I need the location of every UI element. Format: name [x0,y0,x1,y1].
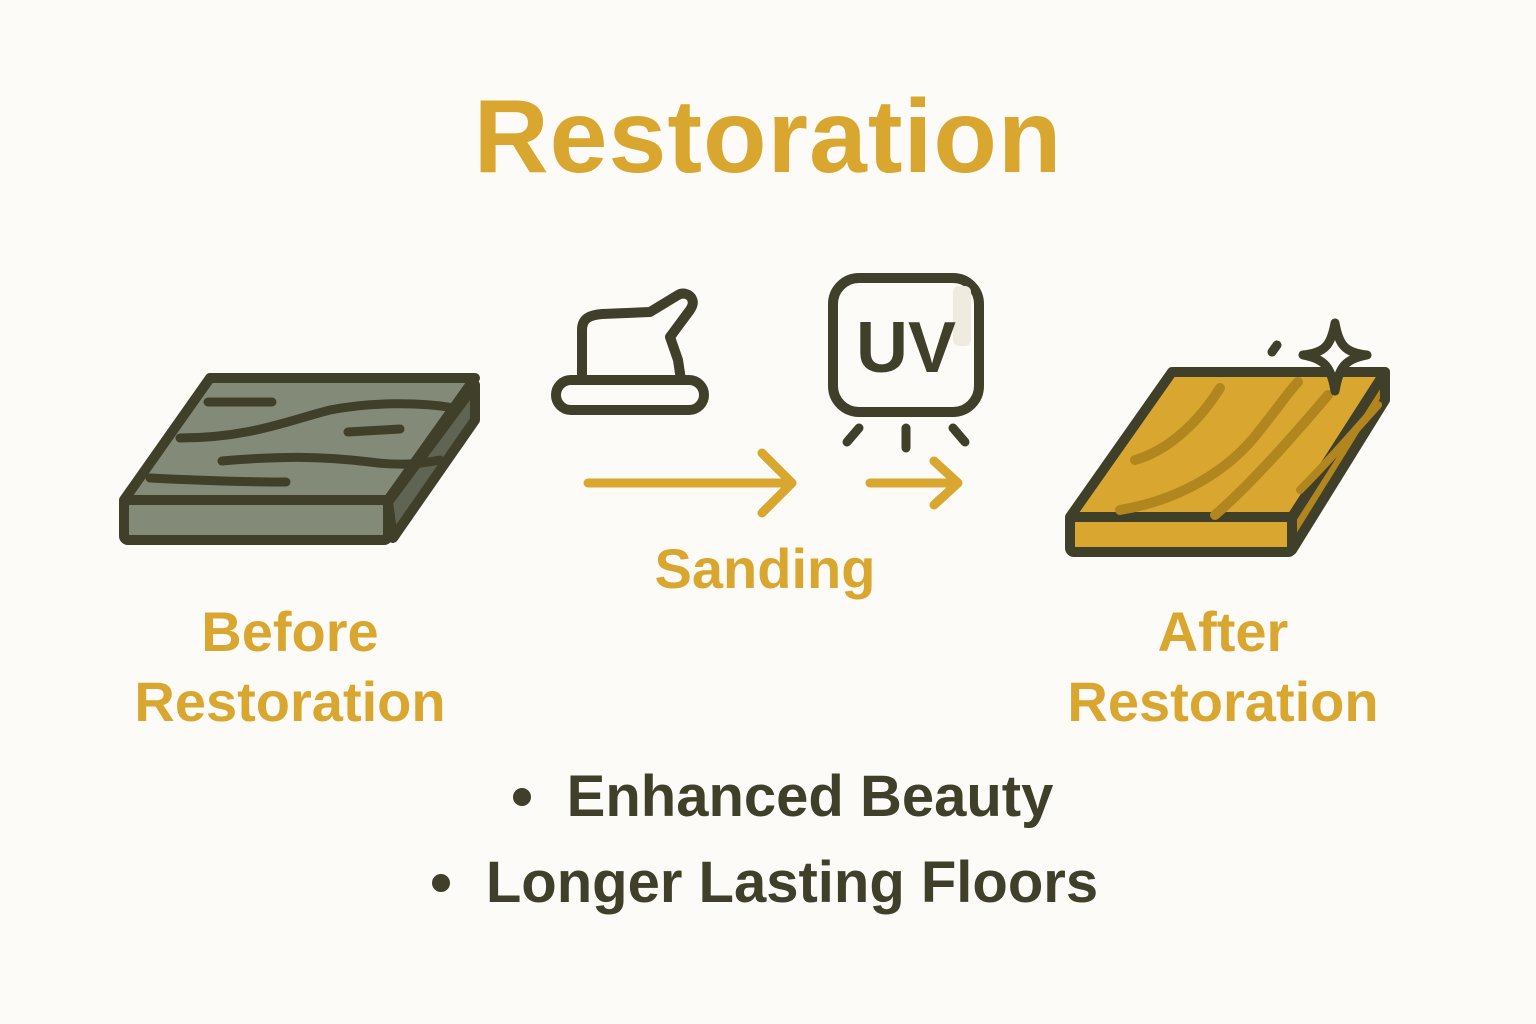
arrow-right-icon [580,445,810,525]
uv-text: UV [856,308,956,388]
after-label-line1: After [1157,600,1289,663]
sparkle-icon [1255,315,1385,405]
before-label-line2: Restoration [134,670,446,733]
benefit-text: Longer Lasting Floors [485,850,1099,915]
bullet-icon [512,788,531,806]
benefit-item: Longer Lasting Floors [0,840,1536,926]
restored-wood-plank-icon [1060,310,1400,560]
benefit-item: Enhanced Beauty [30,754,1536,840]
uv-lamp-icon: UV [825,270,985,460]
before-label: Before Restoration [90,597,490,737]
benefits-list: Enhanced Beauty Longer Lasting Floors [0,754,1536,926]
benefit-text: Enhanced Beauty [566,764,1054,829]
after-label: After Restoration [1023,597,1423,737]
after-label-line2: Restoration [1067,670,1379,733]
arrow-right-icon [862,455,972,515]
sanding-label: Sanding [654,537,876,600]
page-title: Restoration [473,79,1063,195]
bullet-icon [431,874,450,892]
worn-wood-plank-icon [100,360,500,560]
floor-sander-icon [550,285,710,420]
before-label-line1: Before [201,600,379,663]
